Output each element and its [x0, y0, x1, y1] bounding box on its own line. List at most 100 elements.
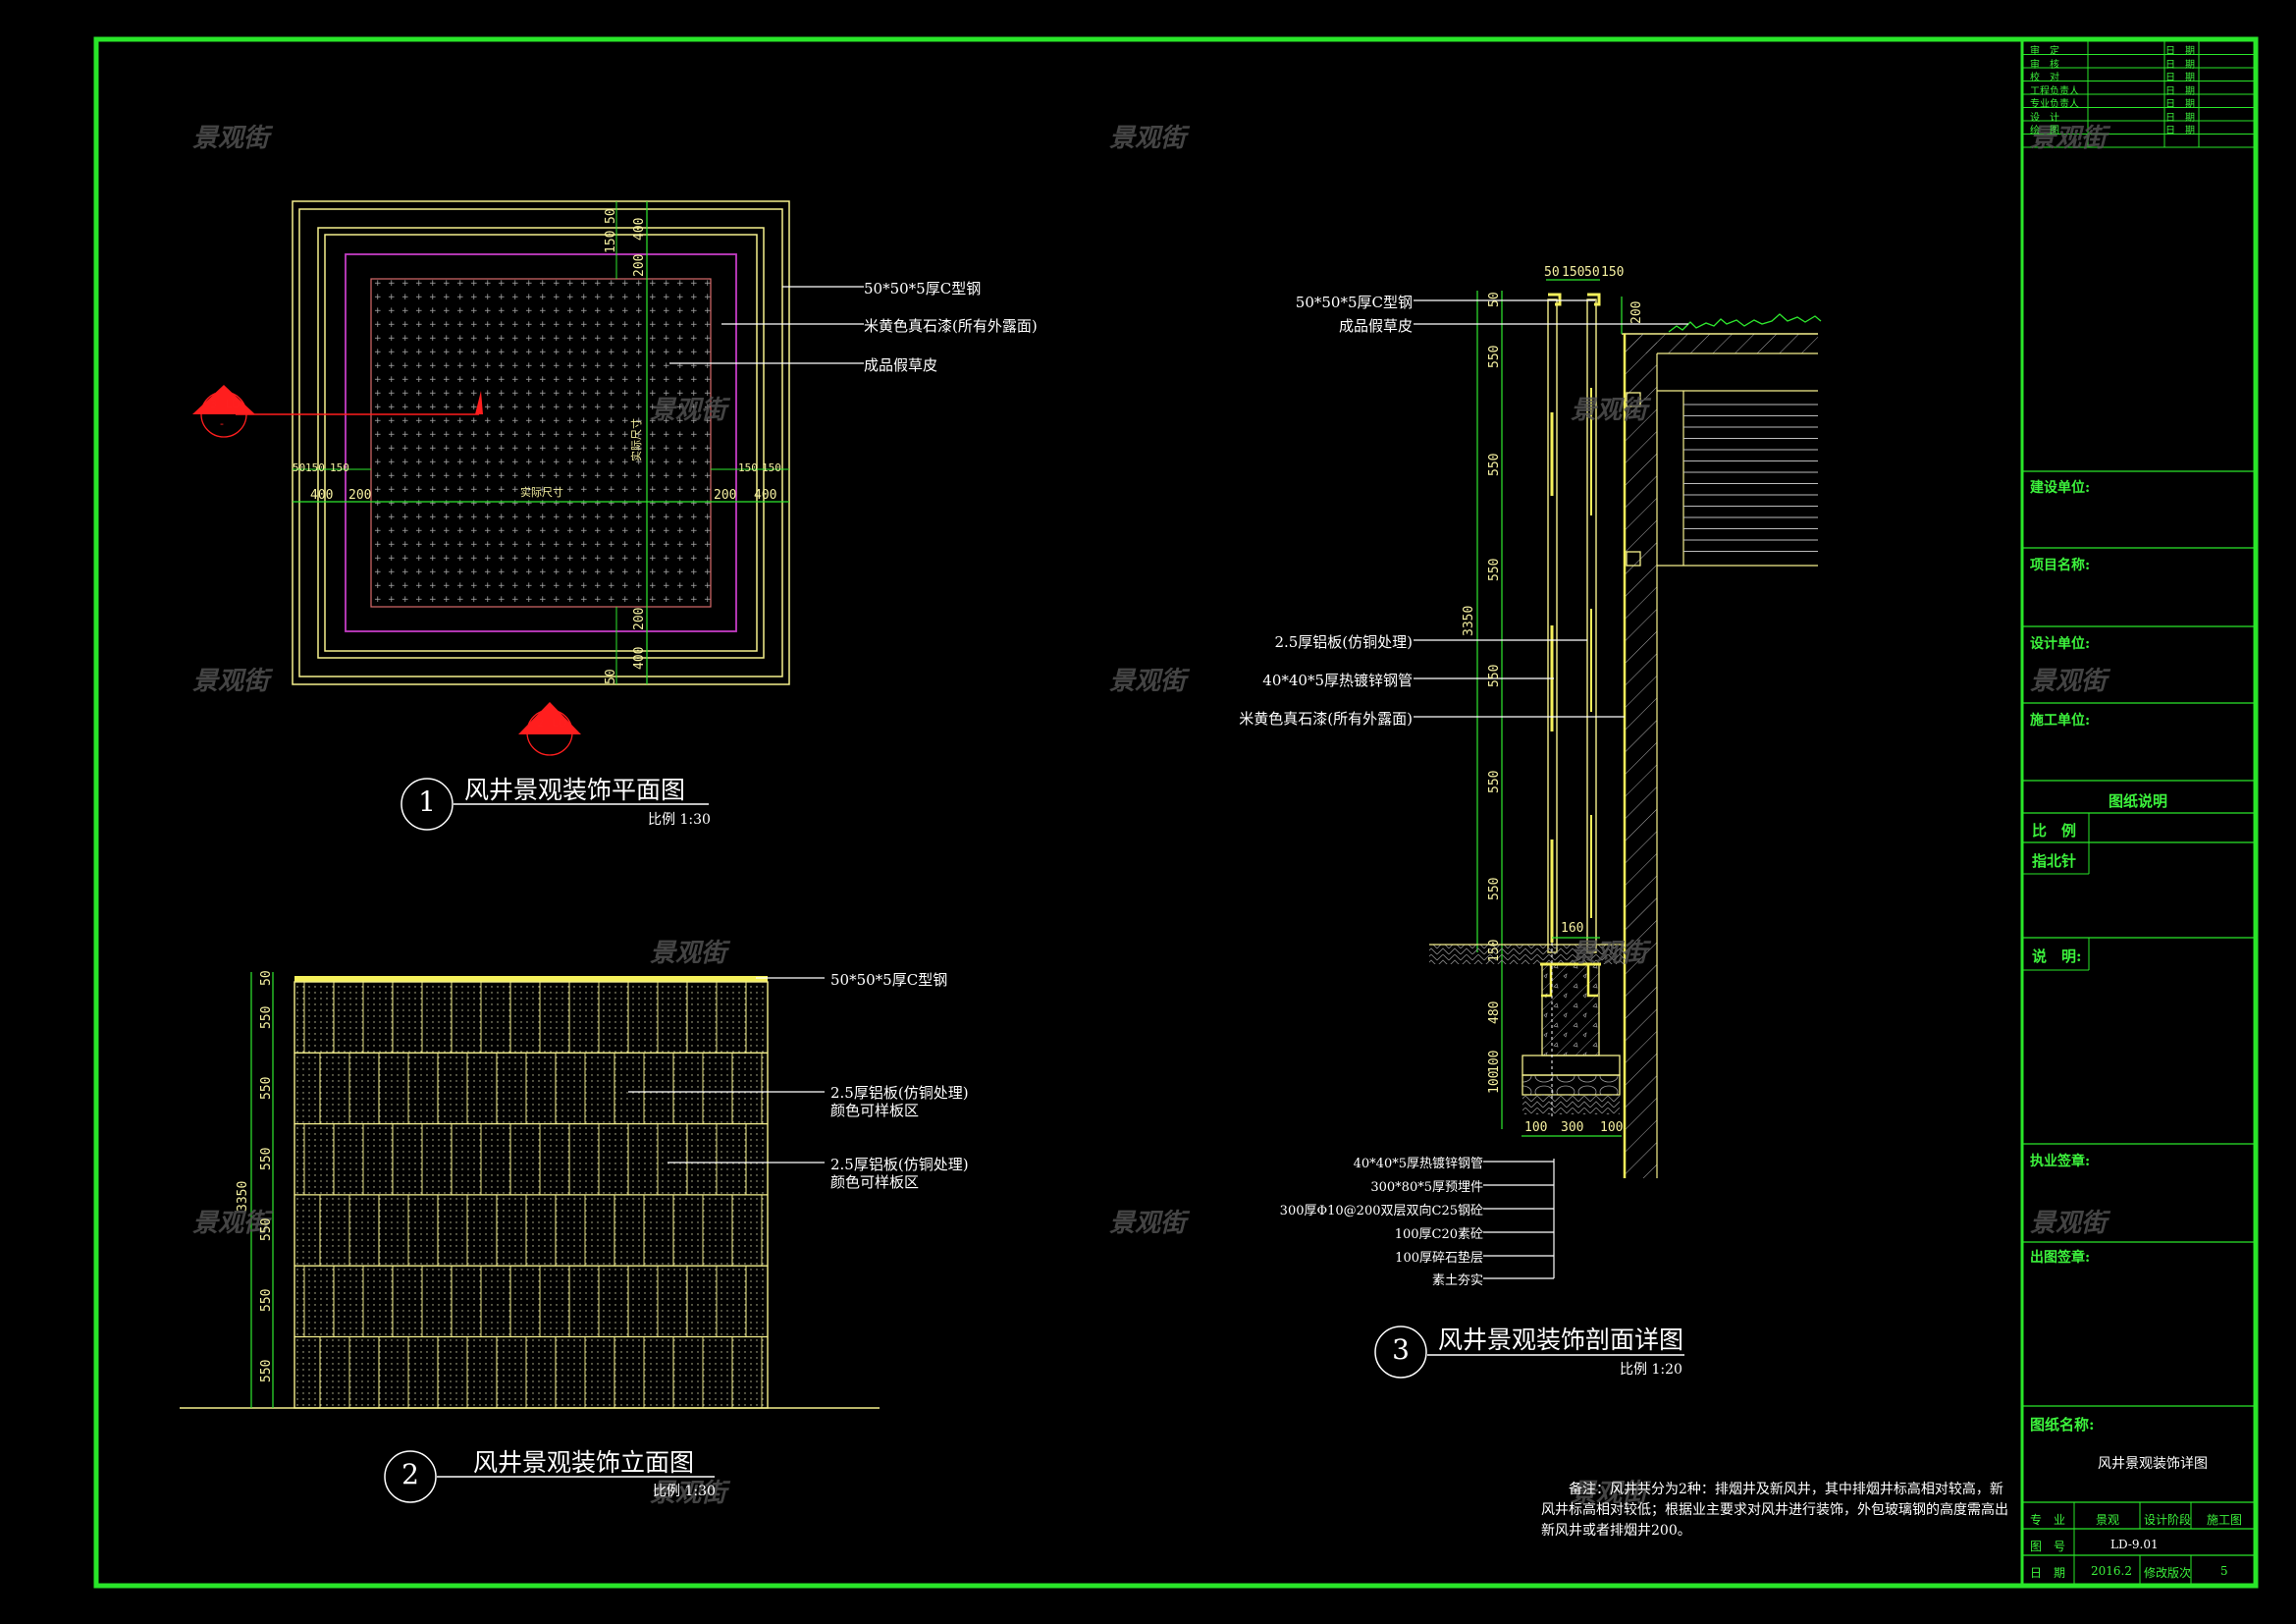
section-number: 3	[1392, 1333, 1410, 1366]
tb-sign-role: 工程负责人	[2030, 85, 2079, 97]
tb-designer-label: 设计单位:	[2030, 636, 2091, 652]
elevation-dim: 550	[259, 1076, 274, 1100]
foundation-label: 100厚碎石垫层	[1395, 1251, 1483, 1266]
section-bottom-dim: 100	[1524, 1120, 1548, 1135]
plan-dim-bottom: 50	[604, 669, 618, 684]
tb-sign-date-label: 日 期	[2165, 112, 2195, 124]
elevation-label-panel-1: 2.5厚铝板(仿铜处理)	[830, 1084, 969, 1102]
plan-center-text-vertical: 实际尺寸	[630, 418, 643, 461]
tb-sign-date-label: 日 期	[2165, 85, 2195, 97]
tb-remarks-label: 说 明:	[2032, 947, 2082, 965]
section-title: 风井景观装饰剖面详图	[1438, 1326, 1684, 1354]
tb-drawing-name: 风井景观装饰详图	[2098, 1456, 2208, 1472]
section-dim-v: 550	[1487, 345, 1502, 368]
elevation-title: 风井景观装饰立面图	[473, 1448, 695, 1477]
plan-title: 风井景观装饰平面图	[464, 776, 686, 804]
foundation-label: 100厚C20素砼	[1394, 1227, 1483, 1242]
elevation-dim: 550	[259, 1147, 274, 1170]
tb-revision-label: 修改版次	[2144, 1566, 2192, 1580]
section-label-aluminum: 2.5厚铝板(仿铜处理)	[1274, 633, 1413, 651]
tb-client-label: 建设单位:	[2030, 480, 2091, 496]
elevation-dim: 550	[259, 1218, 274, 1241]
tb-sign-role: 绘 图	[2030, 126, 2059, 136]
section-top-dim: 150	[1601, 265, 1625, 280]
tb-phase-label: 设计阶段	[2144, 1513, 2192, 1527]
foundation-label: 300*80*5厚预埋件	[1370, 1180, 1483, 1195]
tb-project-label: 项目名称:	[2030, 558, 2091, 573]
plan-dim-side: 150	[738, 461, 758, 474]
tb-discipline: 景观	[2096, 1513, 2120, 1527]
plan-dim-bottom: 400	[632, 646, 647, 670]
artificial-turf-area	[370, 278, 712, 608]
plan-number: 1	[418, 785, 436, 818]
elevation-label-panel-2: 2.5厚铝板(仿铜处理)	[830, 1156, 969, 1173]
watermark: 景观街	[192, 667, 270, 696]
tb-drawing-no-label: 图 号	[2030, 1540, 2066, 1553]
plan-dim-side: 50	[293, 461, 306, 474]
tb-sign-date-label: 日 期	[2165, 59, 2195, 71]
section-scale: 比例 1:20	[1620, 1362, 1682, 1378]
plan-dim-top: 150	[604, 230, 618, 253]
watermark: 景观街	[1571, 1479, 1648, 1508]
watermark: 景观街	[650, 396, 727, 425]
elevation-label-panel-1-sub: 颜色可样板区	[830, 1102, 920, 1119]
title-block-grid	[2022, 40, 2256, 1586]
plan-dim-side: 150	[762, 461, 781, 474]
plan-dim-side: 150	[305, 461, 325, 474]
section-top-dim: 50	[1544, 265, 1560, 280]
foundation-label: 40*40*5厚热镀锌钢管	[1353, 1157, 1483, 1171]
section-view	[1374, 279, 1822, 1379]
plan-label-turf: 成品假草皮	[864, 356, 938, 374]
plan-dim-side: 400	[754, 488, 777, 503]
tb-sign-date-label: 日 期	[2165, 73, 2195, 83]
tb-sign-role: 设 计	[2030, 112, 2059, 124]
section-marker-2-arrow	[518, 702, 581, 734]
plan-center-text: 实际尺寸	[520, 486, 563, 499]
tb-date-label: 日 期	[2030, 1566, 2066, 1580]
section-label-steel-tube: 40*40*5厚热镀锌钢管	[1262, 672, 1413, 689]
design-notes: 备注：风井共分为2种：排烟井及新风井，其中排烟井标高相对较高，新风井标高相对较低…	[1541, 1482, 2008, 1539]
artificial-turf-icon	[1668, 313, 1822, 333]
c20-concrete-base	[1522, 1055, 1621, 1076]
tb-sign-role: 审 定	[2030, 46, 2059, 57]
tb-north-label: 指北针	[2032, 852, 2077, 870]
section-dim-160: 160	[1561, 921, 1584, 936]
watermark: 景观街	[650, 939, 727, 968]
plan-dim-side: 400	[310, 488, 334, 503]
watermark: 景观街	[1571, 939, 1648, 968]
watermark: 景观街	[1109, 1209, 1187, 1238]
tb-drawing-no: LD-9.01	[2110, 1538, 2159, 1551]
watermark: 景观街	[192, 124, 270, 153]
elevation-dim: 550	[259, 1359, 274, 1382]
tb-stamp-label: 执业签章:	[2030, 1154, 2091, 1169]
tb-sign-date-label: 日 期	[2165, 99, 2195, 110]
plan-view	[192, 200, 864, 831]
tb-scale-label: 比 例	[2032, 822, 2077, 839]
plan-dim-side: 150	[330, 461, 349, 474]
section-marker-3-sheet: LD	[226, 398, 240, 410]
plan-dim-bottom: 200	[632, 607, 647, 630]
watermark: 景观街	[1109, 667, 1187, 696]
section-dim-v: 100	[1487, 1070, 1502, 1094]
tb-discipline-label: 专 业	[2030, 1513, 2066, 1527]
plan-scale: 比例 1:30	[648, 812, 711, 828]
plan-dim-side: 200	[348, 488, 372, 503]
plan-dim-top: 50	[604, 208, 618, 224]
elevation-number: 2	[401, 1458, 419, 1490]
elevation-label-c-steel: 50*50*5厚C型钢	[830, 971, 948, 989]
tb-issue-stamp-label: 出图签章:	[2030, 1250, 2091, 1266]
tb-sign-date-label: 日 期	[2165, 46, 2195, 57]
foundation-label: 300厚Φ10@200双层双向C25钢砼	[1279, 1204, 1483, 1218]
gravel-layer	[1522, 1074, 1621, 1096]
section-bottom-dim: 300	[1561, 1120, 1584, 1135]
foundation-label: 素土夯实	[1431, 1273, 1483, 1288]
watermark: 景观街	[192, 1209, 270, 1238]
section-dim-v: 550	[1487, 558, 1502, 581]
tb-phase: 施工图	[2207, 1513, 2243, 1527]
section-label-turf: 成品假草皮	[1338, 317, 1413, 335]
elevation-dim: 550	[259, 1288, 274, 1312]
elevation-dim: 550	[259, 1005, 274, 1029]
section-top-dim: 50	[1584, 265, 1600, 280]
tb-sign-role: 专业负责人	[2030, 99, 2079, 110]
